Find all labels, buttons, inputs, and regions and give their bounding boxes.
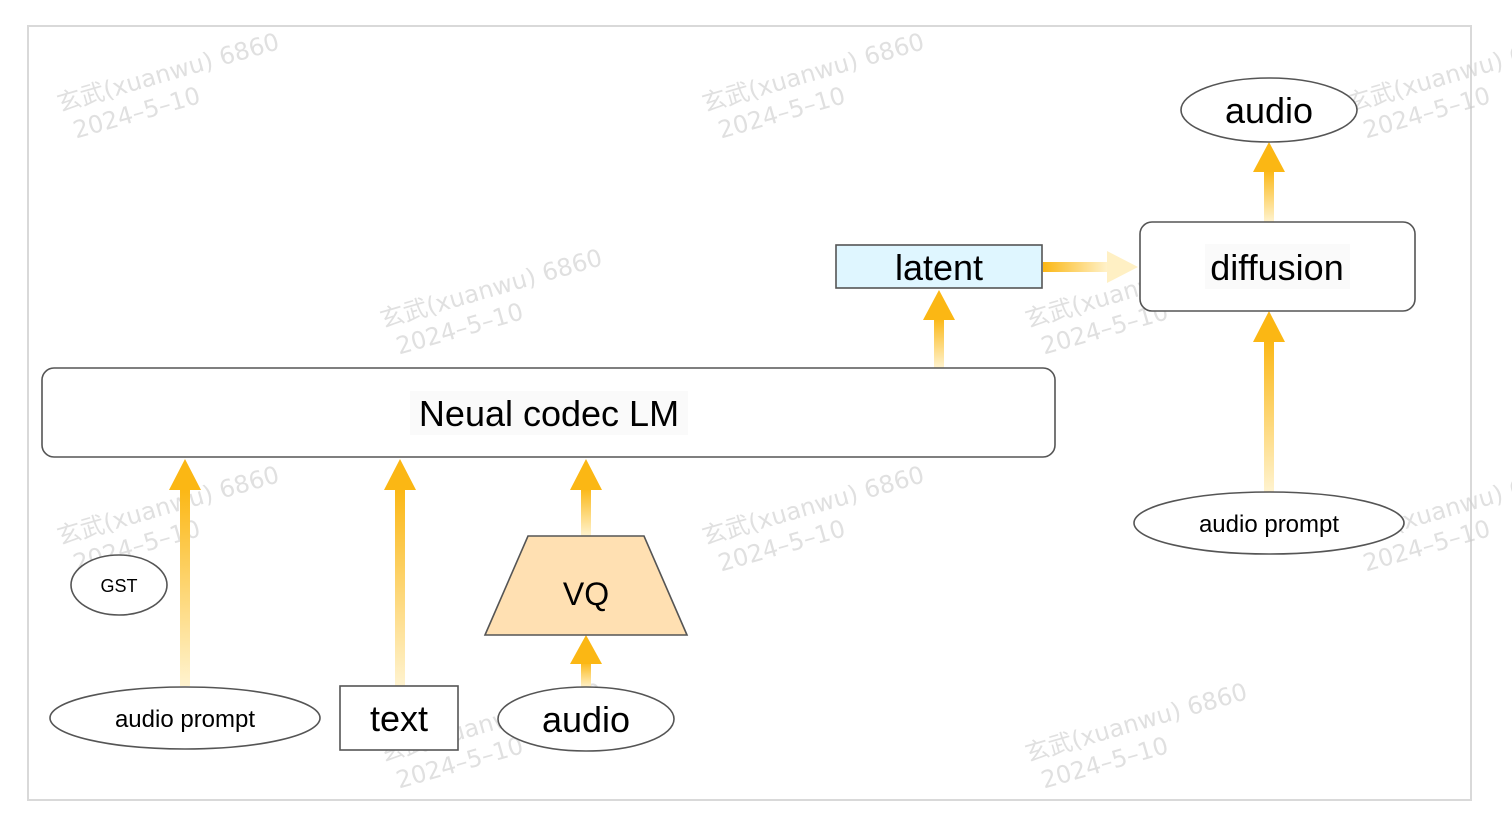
node-vq[interactable]: VQ xyxy=(483,535,689,636)
node-text[interactable]: text xyxy=(339,685,459,751)
arrow-head xyxy=(1253,142,1285,172)
arrow-head xyxy=(1253,311,1285,342)
label-highlight xyxy=(1205,244,1350,289)
arrow-head xyxy=(570,459,602,490)
arrow-head xyxy=(923,290,955,320)
node-label: GST xyxy=(100,576,137,596)
node-label: audio prompt xyxy=(115,706,255,733)
node-latent[interactable]: latent xyxy=(835,244,1043,289)
node-label: audio xyxy=(1225,90,1313,131)
arrow-shaft xyxy=(180,488,190,686)
node-label: audio prompt xyxy=(1199,511,1339,538)
arrow-shaft xyxy=(581,488,591,536)
node-audio-prompt-right[interactable]: audio prompt xyxy=(1133,491,1405,555)
node-diffusion[interactable]: diffusion xyxy=(1139,221,1416,312)
node-label: VQ xyxy=(563,576,609,612)
node-audio-top[interactable]: audio xyxy=(1180,77,1358,143)
node-label: audio xyxy=(542,699,630,740)
arrow-shaft xyxy=(1043,262,1109,272)
arrow-shaft xyxy=(1264,170,1274,222)
arrow-shaft xyxy=(581,662,591,688)
label-highlight xyxy=(410,391,688,435)
arrow-shaft xyxy=(1264,340,1274,492)
node-label: text xyxy=(370,698,428,739)
arrow-shaft xyxy=(934,318,944,368)
node-codec-lm[interactable]: Neual codec LM xyxy=(41,367,1056,458)
diagram-frame xyxy=(27,25,1472,801)
node-audio-prompt-left[interactable]: audio prompt xyxy=(49,686,321,750)
arrow-head xyxy=(384,459,416,490)
node-label: latent xyxy=(895,247,983,288)
arrow-shaft xyxy=(395,488,405,686)
arrow-head xyxy=(570,635,602,664)
node-label: diffusion xyxy=(1210,247,1343,288)
node-gst[interactable]: GST xyxy=(70,554,168,616)
node-audio-bottom[interactable]: audio xyxy=(497,686,675,752)
arrow-layer xyxy=(169,142,1285,688)
arrow-head xyxy=(169,459,201,490)
node-label: Neual codec LM xyxy=(419,393,679,434)
arrow-head xyxy=(1107,251,1138,283)
